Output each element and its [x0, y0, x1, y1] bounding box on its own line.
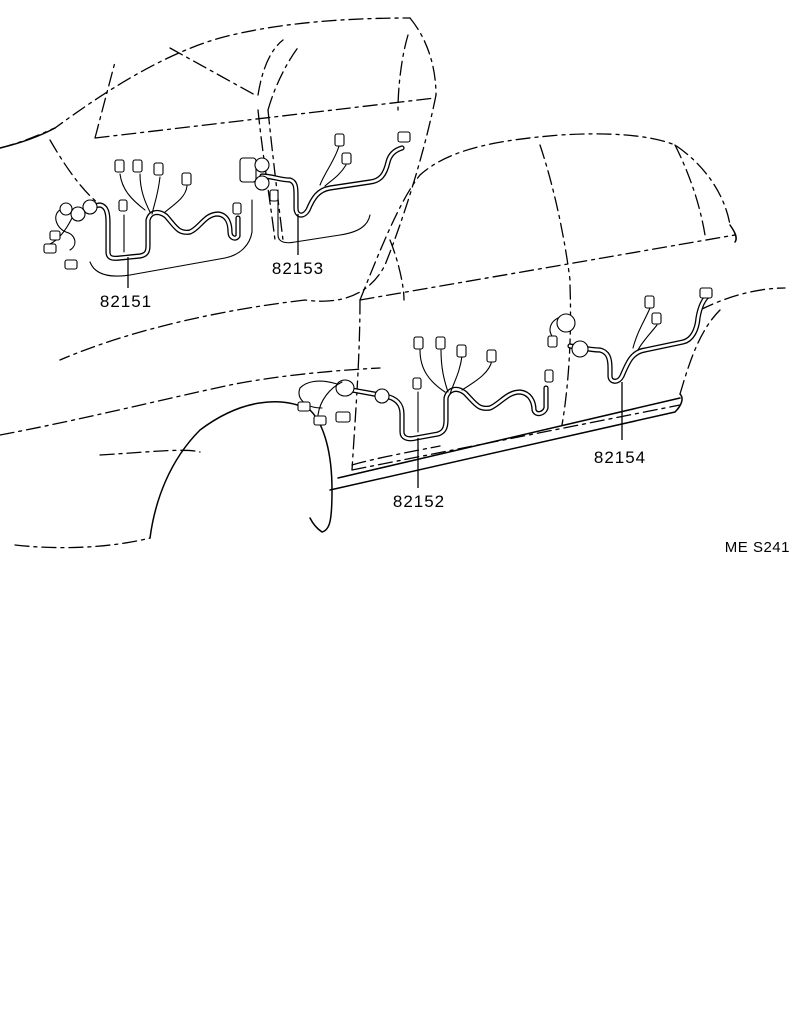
harness-front-left: 82151: [43, 159, 253, 311]
part-label-82152: 82152: [393, 492, 445, 511]
harness-rear-right: 82154: [547, 287, 713, 467]
diagram-reference-code: ME S241: [725, 539, 790, 556]
far-side-car-body: [0, 17, 437, 361]
part-label-82153: 82153: [272, 259, 324, 278]
part-label-82154: 82154: [594, 448, 646, 467]
harness-rear-left: 82153: [239, 131, 411, 278]
near-side-car-body: [0, 133, 786, 549]
harness-front-right: 82152: [297, 336, 554, 511]
part-label-82151: 82151: [100, 292, 152, 311]
